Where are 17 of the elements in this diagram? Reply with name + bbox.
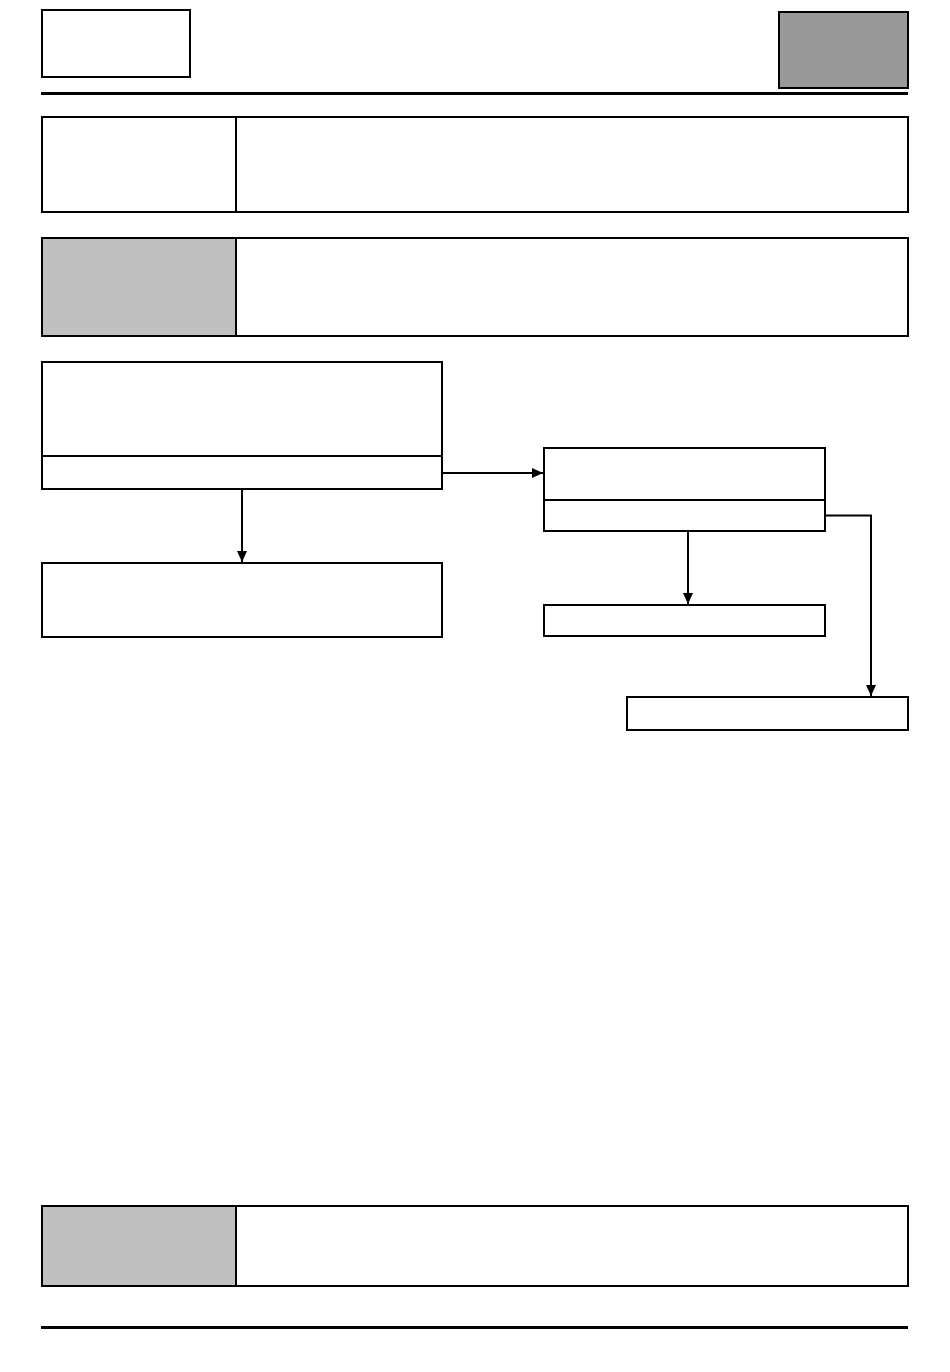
content-cell (235, 116, 909, 213)
arrow (442, 468, 544, 478)
process-box (543, 447, 826, 532)
label-cell (41, 1205, 237, 1287)
header-box (41, 9, 191, 78)
arrow (825, 514, 876, 697)
result-box (626, 696, 909, 731)
process-box (41, 361, 443, 490)
result-box (41, 562, 443, 638)
arrow (683, 531, 693, 605)
result-box (543, 604, 826, 637)
label-cell (41, 116, 237, 213)
label-cell (41, 237, 237, 337)
content-cell (235, 237, 909, 337)
content-cell (235, 1205, 909, 1287)
arrow (237, 489, 247, 563)
header-tab (778, 11, 909, 89)
